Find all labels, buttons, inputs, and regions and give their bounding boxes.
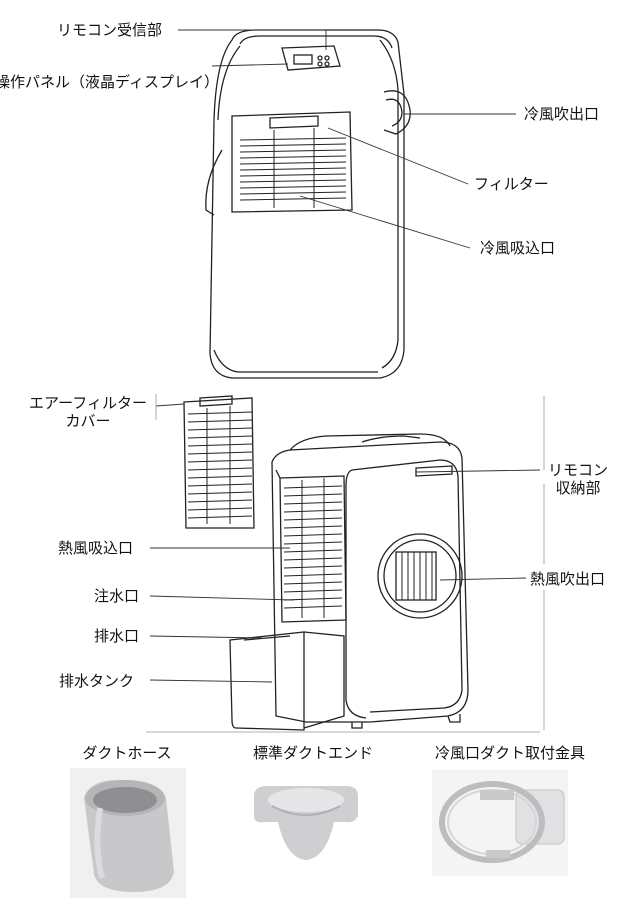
label-standard-duct-end: 標準ダクトエンド <box>252 744 373 762</box>
label-water-inlet: 注水口 <box>94 587 140 605</box>
duct-bracket-photo <box>432 770 568 876</box>
label-drain: 排水口 <box>94 627 140 645</box>
label-remote-storage-line1: リモコン <box>547 461 608 479</box>
label-duct-hose: ダクトホース <box>82 744 172 762</box>
duct-end-image <box>254 786 358 860</box>
label-cool-air-intake: 冷風吸込口 <box>480 239 556 257</box>
duct-bracket-image <box>432 770 568 876</box>
label-air-filter-cover-line1: エアーフィルター <box>29 394 147 412</box>
label-remote-storage: リモコン 収納部 <box>538 461 618 497</box>
label-drain-tank: 排水タンク <box>59 672 135 690</box>
duct-end-photo <box>246 772 366 866</box>
duct-hose-photo <box>70 768 186 898</box>
label-remote-storage-line2: 収納部 <box>555 479 601 497</box>
label-cool-air-duct-bracket: 冷風口ダクト取付金具 <box>434 744 585 762</box>
label-control-panel: 操作パネル（液晶ディスプレイ） <box>0 73 219 91</box>
label-cool-air-outlet: 冷風吹出口 <box>524 105 600 123</box>
label-filter: フィルター <box>474 175 549 193</box>
duct-hose-image <box>70 768 186 898</box>
label-remote-receiver: リモコン受信部 <box>57 21 163 39</box>
label-air-filter-cover: エアーフィルター カバー <box>18 394 158 430</box>
label-hot-air-outlet: 熱風吹出口 <box>530 570 606 588</box>
label-hot-air-intake: 熱風吸込口 <box>58 539 134 557</box>
label-air-filter-cover-line2: カバー <box>65 412 111 430</box>
